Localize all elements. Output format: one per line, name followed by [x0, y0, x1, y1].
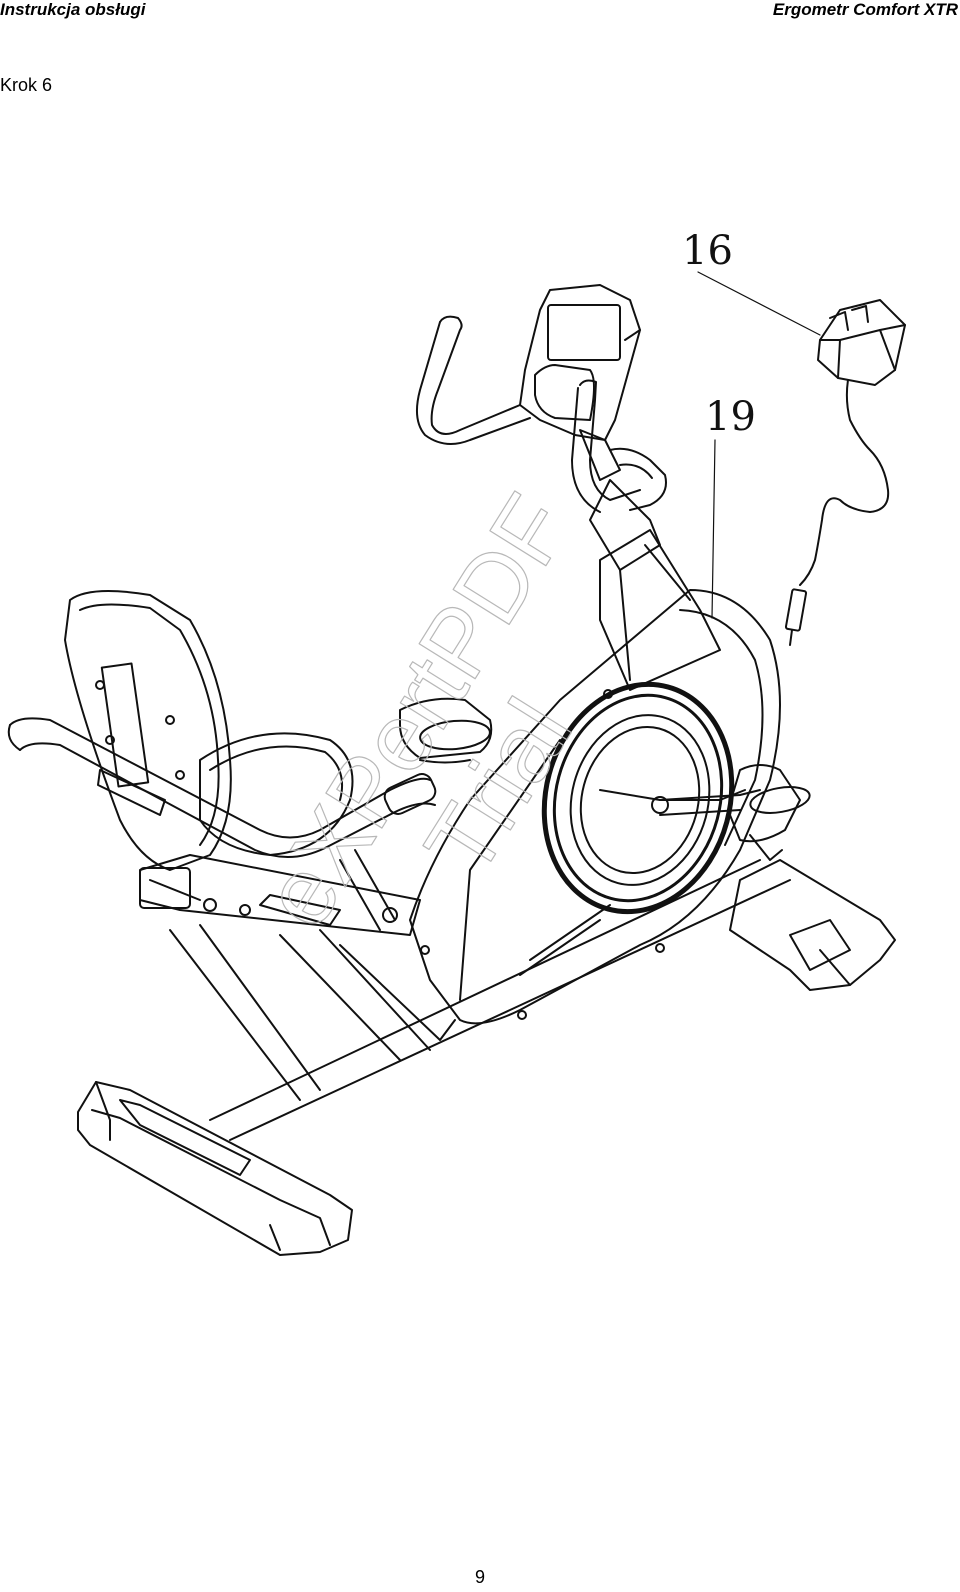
upper-handlebars: [415, 315, 667, 513]
rear-stabilizer: [77, 1081, 353, 1256]
console-display: [519, 284, 641, 441]
header-manual-title: Instrukcja obsługi: [0, 0, 146, 19]
callout-leaders: [697, 271, 821, 619]
seat-handlebar: [7, 717, 437, 931]
frame-fasteners: [420, 689, 665, 1020]
pedal-assembly: [399, 697, 811, 861]
page-number: 9: [474, 1567, 485, 1587]
callout-19: 19: [705, 394, 756, 440]
seat-backrest: [64, 590, 354, 871]
front-stabilizer: [729, 859, 896, 991]
assembly-diagram: 16 19 eXPertPDF Trial: [7, 228, 906, 1256]
header-divider: [0, 21, 960, 22]
watermark: eXPertPDF Trial: [242, 476, 593, 946]
step-label: Krok 6: [0, 75, 53, 95]
console-mast: [579, 429, 721, 691]
power-adapter: [784, 299, 906, 646]
callout-16: 16: [682, 228, 733, 274]
header-product-name: Ergometr Comfort XTR: [772, 0, 958, 19]
flywheel-ring: [541, 681, 746, 915]
